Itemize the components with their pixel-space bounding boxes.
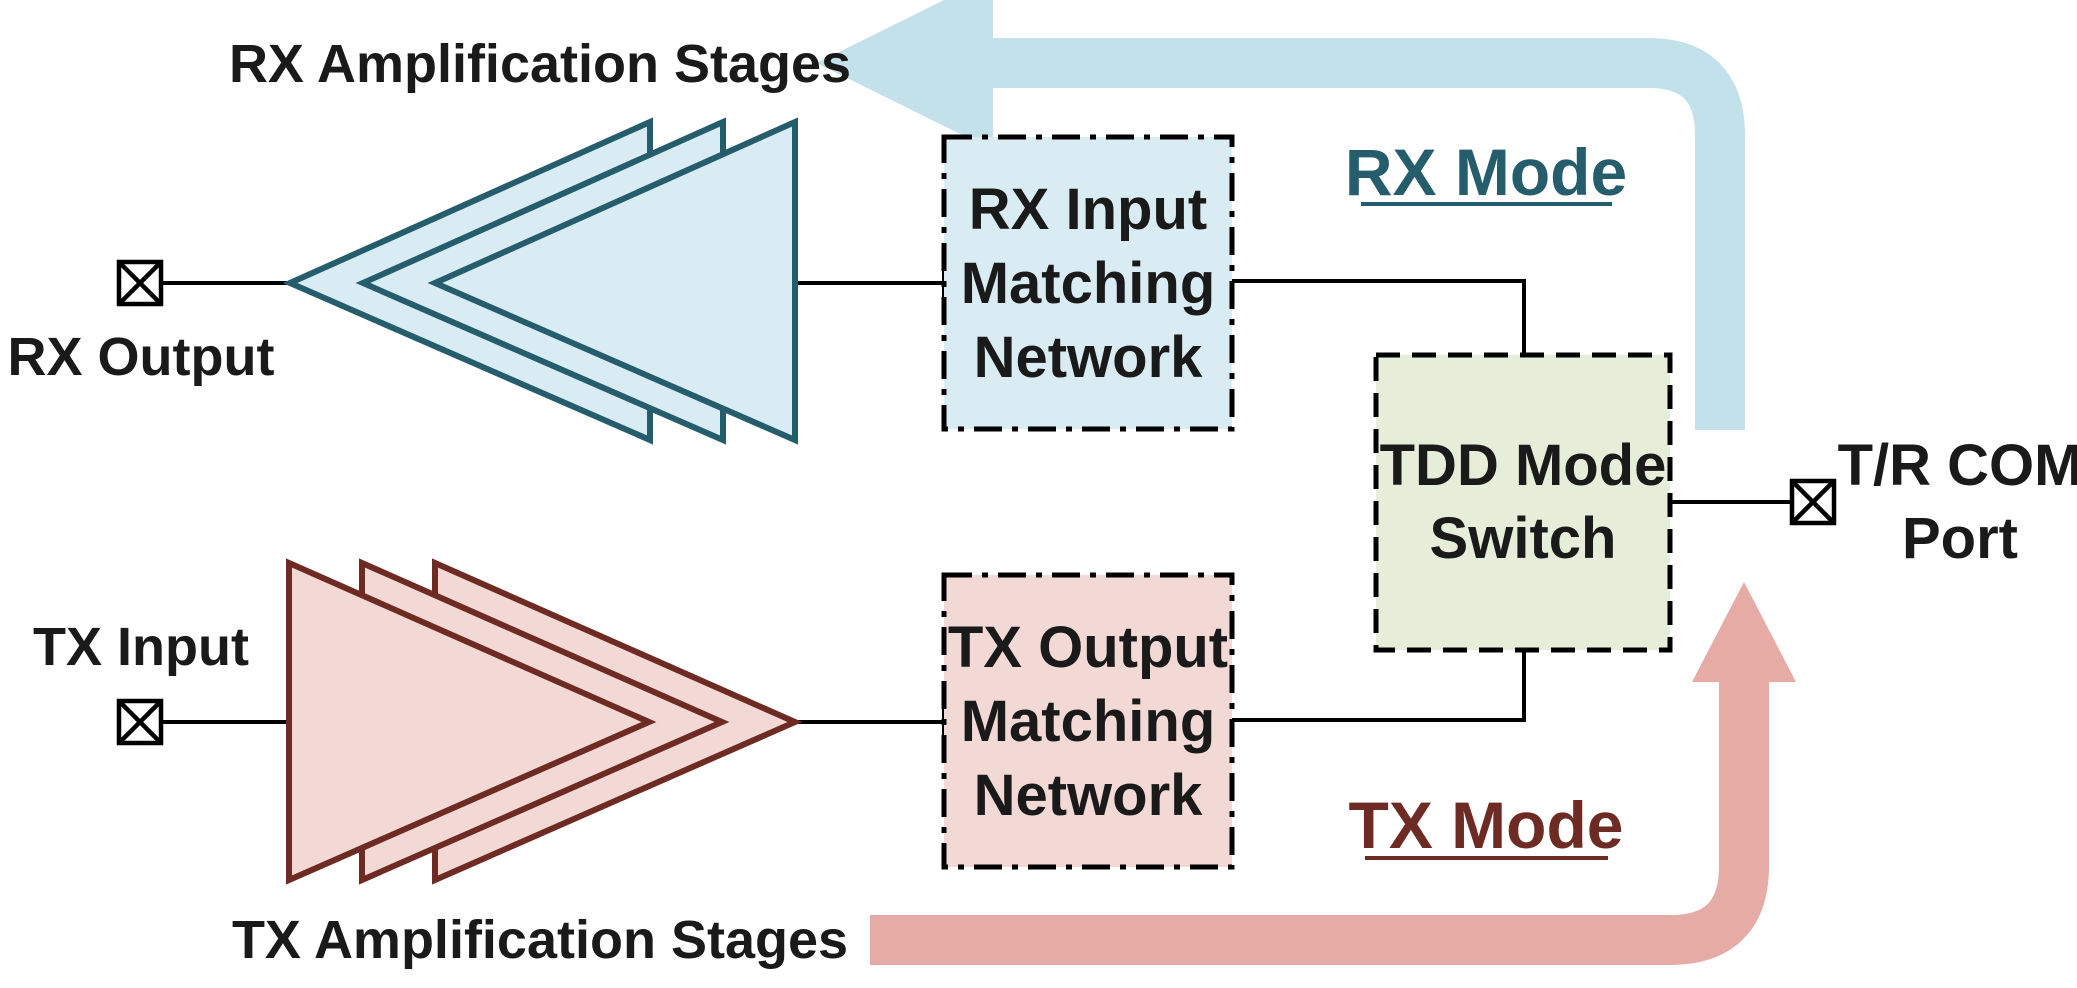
- tx-matching-line-2: Matching: [961, 689, 1216, 754]
- wire-rx-match-to-switch: [1232, 279, 1526, 355]
- rx-output-label: RX Output: [8, 327, 275, 387]
- tdd-mode-switch-box: [1373, 352, 1673, 653]
- tx-matching-network-box: [941, 572, 1235, 870]
- rx-output-port-icon: [116, 259, 164, 307]
- tx-matching-line-3: Network: [974, 763, 1204, 828]
- tx-amplifier-stage-3: [286, 558, 657, 885]
- com-port-line-2: Port: [1902, 506, 2018, 571]
- rx-matching-line-2: Matching: [961, 251, 1216, 316]
- tx-mode-arrowhead: [1692, 582, 1796, 682]
- rx-amplification-stages-label: RX Amplification Stages: [229, 34, 851, 94]
- rx-matching-line-1: RX Input: [969, 177, 1207, 242]
- tx-amplifier-stages: [286, 558, 803, 885]
- tx-mode-flow-arrow: [870, 665, 1769, 965]
- tx-input-port-icon: [116, 698, 164, 746]
- rx-amplifier-stage-3: [427, 117, 798, 445]
- tx-mode-label: TX Mode: [1349, 788, 1624, 862]
- tx-amplification-stages-label: TX Amplification Stages: [232, 910, 848, 970]
- rx-matching-line-3: Network: [974, 325, 1204, 390]
- tx-input-label: TX Input: [33, 617, 249, 677]
- com-port-line-1: T/R COM: [1838, 433, 2077, 498]
- rx-mode-label: RX Mode: [1345, 135, 1627, 209]
- switch-line-1: TDD Mode: [1380, 433, 1667, 498]
- switch-line-2: Switch: [1430, 506, 1617, 571]
- rx-mode-arrowhead: [870, 12, 975, 114]
- rx-amplifier-stages: [282, 117, 798, 445]
- tx-matching-line-1: TX Output: [948, 615, 1228, 680]
- wire-tx-match-to-switch: [1232, 650, 1526, 722]
- com-port-icon: [1789, 478, 1837, 526]
- rx-matching-network-box: [941, 134, 1235, 432]
